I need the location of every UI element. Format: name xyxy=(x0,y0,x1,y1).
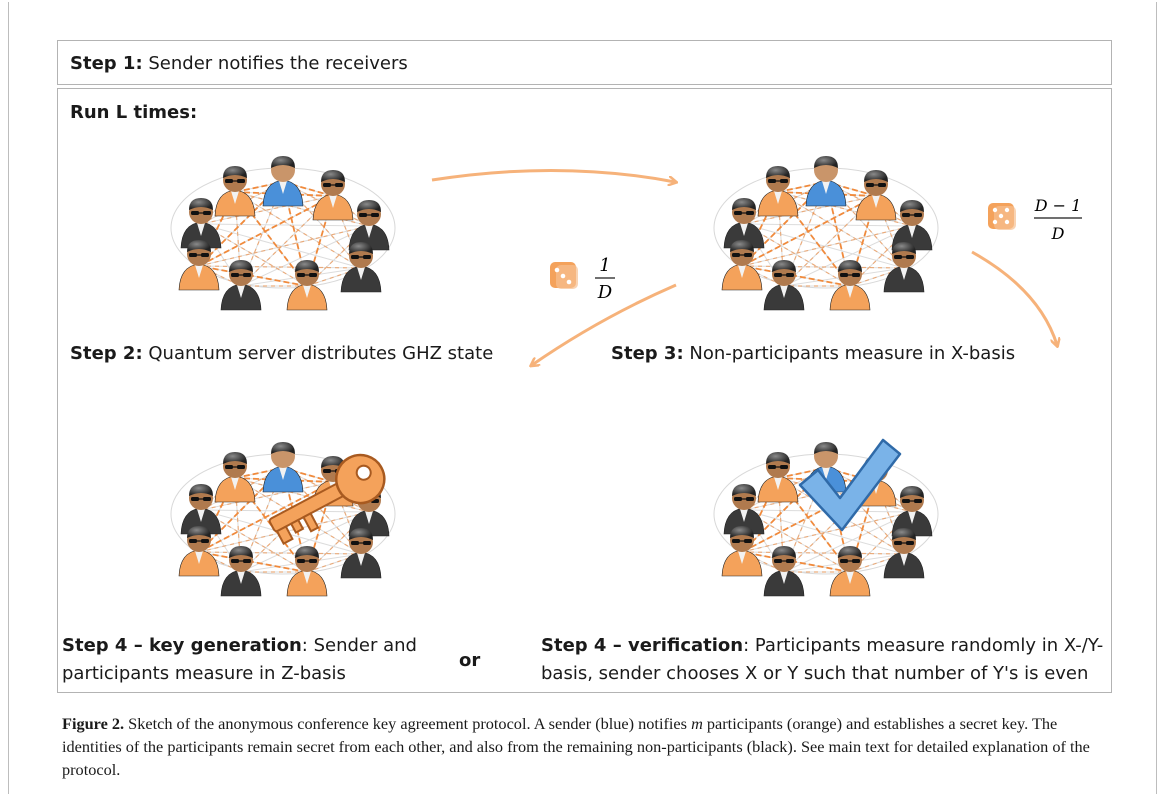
step3-label: Step 3: Non-participants measure in X-ba… xyxy=(611,343,1016,364)
prob-left-denominator: D xyxy=(597,282,613,303)
non-participant-icon xyxy=(763,546,805,597)
non-participant-icon xyxy=(723,198,765,249)
prob-right-denominator: D xyxy=(1051,224,1065,243)
sender-icon xyxy=(805,156,847,207)
step1-text: Step 1: Sender notifies the receivers xyxy=(70,53,408,74)
step1-box: Step 1: Sender notifies the receivers xyxy=(57,40,1112,85)
non-participant-icon xyxy=(348,200,390,251)
participant-icon xyxy=(757,166,799,217)
participant-icon xyxy=(829,260,871,311)
participant-icon xyxy=(178,526,220,577)
non-participant-icon xyxy=(891,486,933,537)
participant-icon xyxy=(312,170,354,221)
non-participant-icon xyxy=(340,528,382,579)
prob-left-numerator: 1 xyxy=(599,255,610,276)
group-4 xyxy=(713,442,939,597)
non-participant-icon xyxy=(220,546,262,597)
non-participant-icon xyxy=(180,484,222,535)
participant-icon xyxy=(721,240,763,291)
run-box: Run L times: xyxy=(57,88,1112,693)
participant-icon xyxy=(286,546,328,597)
run-label: Run L times: xyxy=(70,102,198,123)
participant-icon xyxy=(214,166,256,217)
non-participant-icon xyxy=(220,260,262,311)
arrow-step2-to-step3 xyxy=(431,169,675,182)
dice-icon xyxy=(550,262,578,289)
prob-right-numerator: D − 1 xyxy=(1034,196,1082,215)
figure-caption: Figure 2. Sketch of the anonymous confer… xyxy=(62,714,1090,779)
participant-icon xyxy=(855,170,897,221)
page-border xyxy=(8,2,1157,794)
non-participant-icon xyxy=(180,198,222,249)
non-participant-icon xyxy=(883,528,925,579)
group-2 xyxy=(713,156,939,311)
sender-icon xyxy=(262,156,304,207)
dice-icon xyxy=(988,203,1016,230)
participant-icon xyxy=(178,240,220,291)
non-participant-icon xyxy=(891,200,933,251)
arrow-to-verification xyxy=(971,250,1057,345)
participant-icon xyxy=(214,452,256,503)
participant-icon xyxy=(721,526,763,577)
key-icon xyxy=(268,453,386,545)
non-participant-icon xyxy=(723,484,765,535)
non-participant-icon xyxy=(340,242,382,293)
or-label: or xyxy=(459,650,481,671)
non-participant-icon xyxy=(883,242,925,293)
step4-verification-label: Step 4 – verification: Participants meas… xyxy=(541,635,1104,684)
group-1 xyxy=(170,156,396,311)
participant-icon xyxy=(829,546,871,597)
check-icon xyxy=(798,438,902,532)
non-participant-icon xyxy=(763,260,805,311)
participant-icon xyxy=(757,452,799,503)
participant-icon xyxy=(286,260,328,311)
step2-label: Step 2: Quantum server distributes GHZ s… xyxy=(70,343,494,364)
arrow-to-key-generation xyxy=(532,283,677,365)
sender-icon xyxy=(262,442,304,493)
